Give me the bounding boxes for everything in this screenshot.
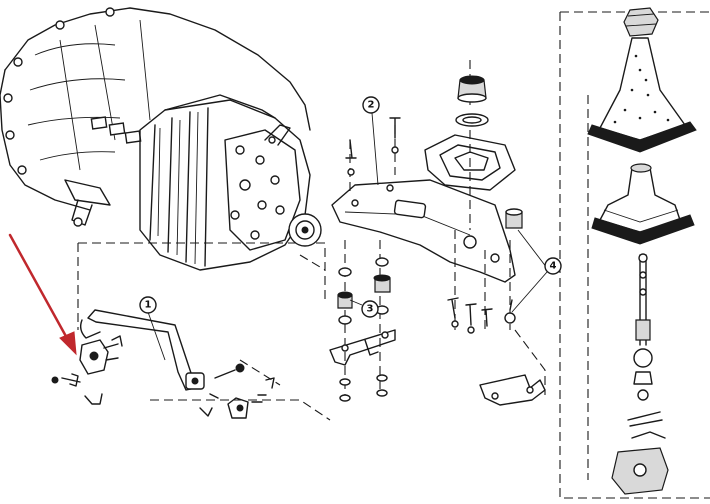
pivot-washer [637,389,649,401]
plate-hole-3 [490,253,500,263]
plate-bolt-2 [389,117,401,139]
shift-lever-assembly [587,7,697,495]
shift-knob [623,7,659,37]
callout-4-leader-b [511,271,548,313]
plate-hole-1 [351,199,359,207]
lever-clip [627,411,663,427]
plate-small-parts: 4 [447,208,562,406]
callout-2-leader [371,112,379,186]
inner-boot-flange [591,214,695,245]
inner-boot-fold [603,209,679,223]
seal-outer [424,134,516,191]
pivot-seat [633,371,653,385]
callout-4-circle [544,257,562,275]
dashed-grouping-lines [77,11,710,499]
lower-bracket [329,329,396,366]
bell-ridges [59,19,151,171]
shaft-collar-2 [639,271,647,279]
bell-ribs [27,43,126,161]
case-ribs [149,107,209,267]
shift-linkage: 1 [51,296,275,419]
bushing-hole [89,351,99,361]
highlight-arrow [8,233,77,356]
output-shaft [301,226,309,234]
mount-pad [64,179,111,206]
inner-boot-top [630,163,652,173]
callout-4-leader-a [517,229,548,269]
callout-3-label: 3 [367,304,374,315]
trans-link-dash [299,254,326,271]
arrow-head [59,331,77,356]
boot-bezel [587,121,697,153]
mount-stud-end [73,217,83,227]
shaft-bushing [635,319,651,341]
lower-boot [424,75,516,191]
rod-end-hardware [199,363,275,419]
retainer-cap-base [457,93,487,103]
housing-windows [90,116,142,144]
plate-fasteners: 3 [329,257,396,402]
small-bolts [447,297,516,334]
seal-opening [454,151,489,171]
knob-shading [625,13,657,27]
callout-1-leader [147,311,166,361]
transmission-housing [0,7,322,271]
shift-rod-eye [79,319,101,339]
shaft-collar-3 [639,288,647,296]
callout-4-label: 4 [550,261,557,272]
boot-texture [613,54,670,124]
shaft-collar-1 [638,253,648,263]
bushing-lugs [103,343,119,361]
housing-bore [633,463,647,477]
retainer-cap-top [459,75,485,85]
shift-boss [264,124,291,146]
plate-bolt-1 [345,139,357,159]
bell-housing-lower [0,69,91,211]
callout-3-circle [361,300,379,318]
top-cover-edge [164,94,276,119]
retainer-ring-inner [462,116,482,124]
plate-hole-2 [386,184,394,192]
plate-washer-2 [391,146,399,154]
gearbox-case [139,99,311,271]
callout-1-circle [139,296,157,314]
seal-inner [439,144,501,181]
bracket-dash [514,329,546,395]
isolator-hole [191,377,199,385]
arrow-shaft [8,233,70,342]
linkage-top-dash [78,242,326,300]
callout-1-label: 1 [145,300,152,311]
case-rib-shading [157,111,199,265]
linkage-bottom-dash [150,399,331,421]
plate-slot [393,199,427,219]
plate-washer-1 [347,168,355,176]
plate-lever-hole [463,235,477,249]
bell-housing-outline [4,7,311,131]
callout-3-leader [349,299,363,306]
callout-2-circle [362,96,380,114]
shift-boot [599,37,686,141]
rear-face-bolts [230,136,285,240]
rim-bolts [3,7,115,175]
shifter-plate: 2 [331,96,516,283]
left-hardware [51,373,103,405]
right-bracket [479,374,546,406]
callout-2-label: 2 [368,100,375,111]
mount-plate [331,179,516,283]
lever-spring [631,431,666,439]
small-part-dash [239,359,281,386]
pivot-ball [633,348,653,368]
bushing-clip [111,335,123,347]
